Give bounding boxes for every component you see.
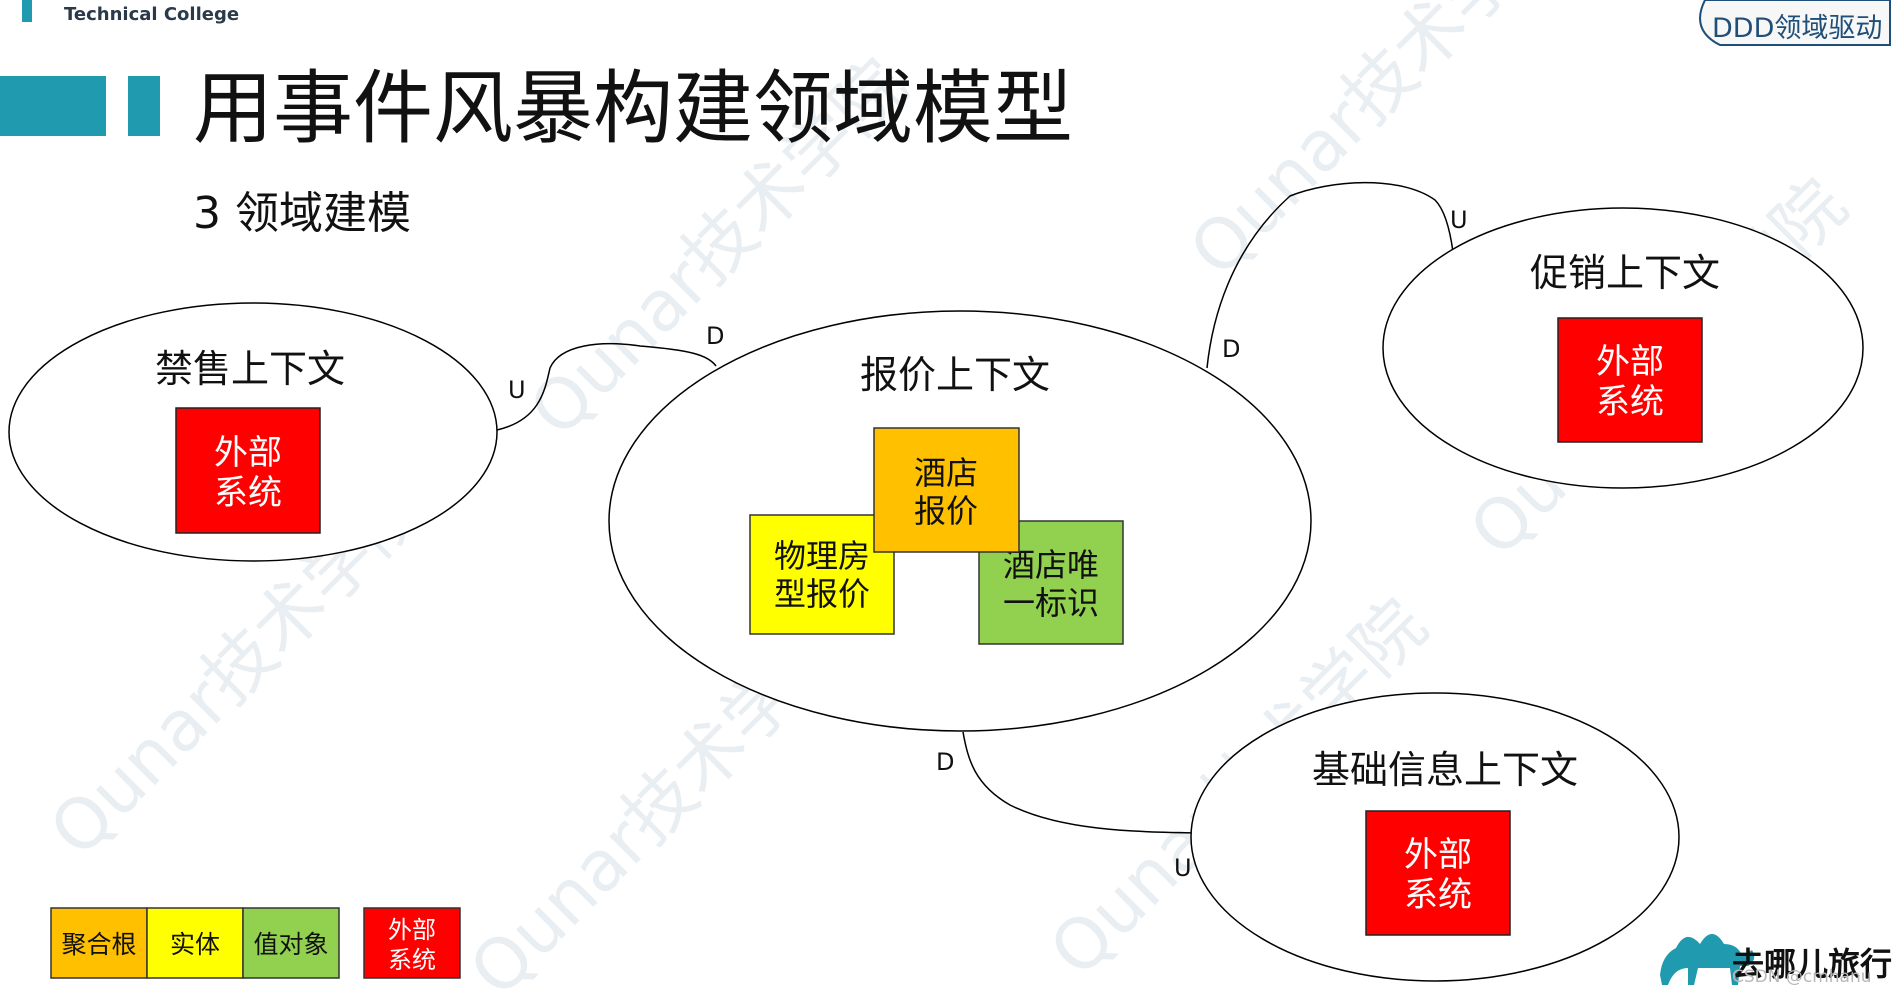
upstream-marker: U (1174, 854, 1192, 882)
ddd-badge-label: DDD领域驱动 (1712, 13, 1882, 44)
csdn-watermark: CSDN @cmhanu (1732, 967, 1872, 987)
connector-pricing-promotion (1206, 181, 1454, 369)
legend-entity-label: 实体 (170, 930, 220, 959)
context-basic: 基础信息上下文 外部 系统 (1190, 692, 1680, 982)
external-system-box (175, 407, 321, 534)
entity-room-price-box (749, 514, 895, 635)
college-logo-mark (22, 0, 32, 22)
downstream-marker: D (1222, 335, 1240, 363)
value-object-hotel-id-line2: 一标识 (1003, 584, 1099, 622)
context-forbidden-label: 禁售上下文 (155, 347, 345, 391)
entity-room-price-line1: 物理房 (774, 537, 870, 575)
external-system-box (1557, 317, 1703, 443)
external-system-box (1365, 810, 1511, 936)
legend-value-object-swatch (242, 907, 340, 979)
aggregate-root-hotel-price-box (873, 427, 1020, 553)
relation-markers: U D U D D U (508, 206, 1468, 882)
title-accent-bar-short (128, 76, 160, 136)
legend-entity-swatch (146, 907, 244, 979)
external-system-label-line2: 系统 (214, 473, 282, 513)
header: Technical College DDD领域驱动 用事件风暴构建领域模型 3 … (0, 0, 1891, 239)
downstream-marker: D (936, 748, 954, 776)
external-system-label-line1: 外部 (1596, 342, 1664, 382)
context-forbidden: 禁售上下文 外部 系统 (8, 302, 498, 562)
legend: 聚合根 实体 值对象 外部 系统 (50, 907, 461, 979)
legend-aggregate-root-label: 聚合根 (61, 930, 136, 959)
downstream-marker: D (706, 322, 724, 350)
college-name: Technical College (64, 4, 239, 25)
brand-name: 去哪儿旅行 (1732, 945, 1892, 983)
relation-lines (496, 181, 1454, 834)
external-system-label-line2: 系统 (1404, 875, 1472, 915)
title-accent-bar-long (0, 76, 106, 136)
context-promotion-label: 促销上下文 (1530, 251, 1720, 295)
context-promotion: 促销上下文 外部 系统 (1382, 207, 1864, 489)
connector-forbidden-pricing (496, 342, 717, 431)
context-pricing: 报价上下文 物理房 型报价 酒店唯 一标识 酒店 报价 (608, 310, 1312, 732)
page-title: 用事件风暴构建领域模型 (193, 62, 1073, 155)
connector-pricing-basic (962, 731, 1201, 834)
external-system-label-line1: 外部 (214, 433, 282, 473)
ddd-badge: DDD领域驱动 (1699, 0, 1891, 46)
context-basic-label: 基础信息上下文 (1312, 748, 1578, 792)
brand-logo: 去哪儿旅行 CSDN @cmhanu (1660, 934, 1892, 987)
upstream-marker: U (1450, 206, 1468, 234)
legend-external-system-line1: 外部 (388, 916, 436, 944)
legend-external-system-swatch (363, 907, 461, 979)
entity-room-price-line2: 型报价 (774, 575, 870, 613)
aggregate-root-hotel-price-line2: 报价 (914, 492, 978, 530)
context-pricing-label: 报价上下文 (860, 353, 1050, 397)
legend-external-system-line2: 系统 (388, 946, 436, 974)
section-subtitle: 3 领域建模 (193, 188, 411, 239)
upstream-marker: U (508, 376, 526, 404)
external-system-label-line2: 系统 (1596, 382, 1664, 422)
legend-aggregate-root-swatch (50, 907, 148, 979)
aggregate-root-hotel-price-line1: 酒店 (914, 454, 978, 492)
external-system-label-line1: 外部 (1404, 835, 1472, 875)
legend-value-object-label: 值对象 (253, 930, 328, 959)
camel-icon (1660, 934, 1755, 985)
